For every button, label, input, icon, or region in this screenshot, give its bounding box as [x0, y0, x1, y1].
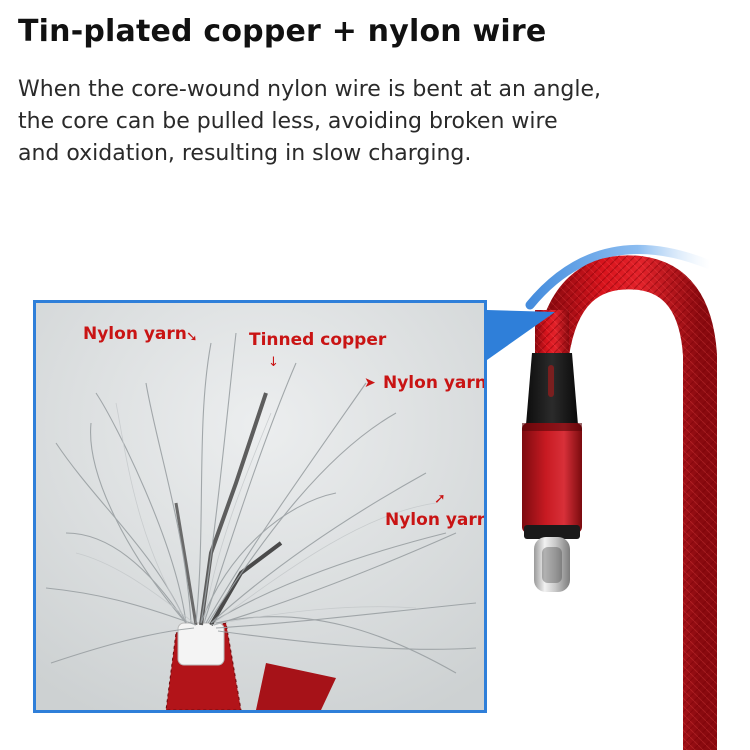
- page-title: Tin-plated copper + nylon wire: [18, 14, 547, 49]
- red-arrow-icon: ➘: [186, 329, 198, 345]
- label-nylon-yarn-3: Nylon yarn: [385, 510, 487, 530]
- detail-photo: Nylon yarn ➘ Tinned copper ↓ ➤ Nylon yar…: [33, 300, 487, 713]
- description-line-2: the core can be pulled less, avoiding br…: [18, 109, 558, 134]
- description: When the core-wound nylon wire is bent a…: [18, 74, 668, 170]
- callout-pointer: [487, 310, 555, 360]
- cable-illustration: [522, 244, 717, 750]
- label-nylon-yarn-1: Nylon yarn: [83, 324, 187, 344]
- label-nylon-yarn-2: Nylon yarn: [383, 373, 487, 393]
- description-line-1: When the core-wound nylon wire is bent a…: [18, 77, 601, 102]
- red-arrow-icon: ➤: [364, 375, 376, 391]
- label-tinned-copper: Tinned copper: [249, 330, 387, 350]
- wire-strands-illustration: [36, 303, 484, 710]
- red-arrow-icon: ↓: [268, 355, 279, 370]
- description-line-3: and oxidation, resulting in slow chargin…: [18, 141, 472, 166]
- red-arrow-icon: ➚: [434, 491, 446, 507]
